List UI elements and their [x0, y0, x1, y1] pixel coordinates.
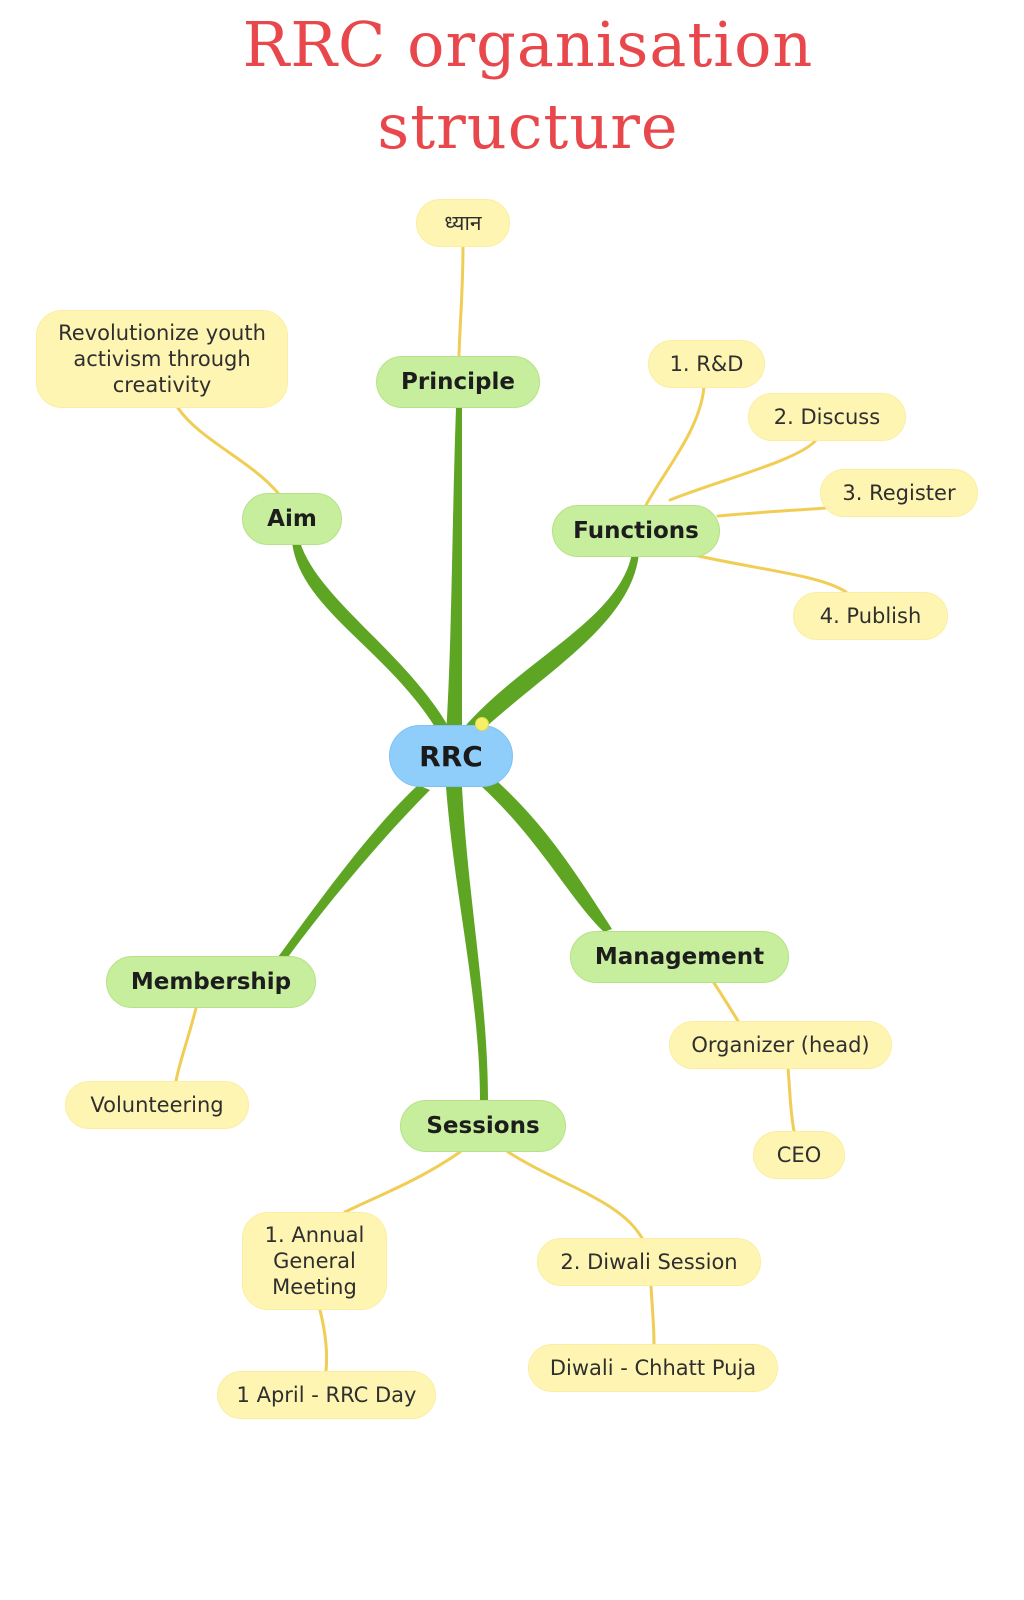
leaf-node-rrc-day[interactable]: 1 April - RRC Day — [217, 1371, 436, 1419]
edge-sessions-agm — [343, 1150, 462, 1214]
edge-root-functions — [460, 553, 639, 738]
leaf-node-ceo[interactable]: CEO — [753, 1131, 845, 1179]
diagram-title: RRC organisation structure — [0, 4, 1024, 168]
branch-node-sessions[interactable]: Sessions — [400, 1100, 566, 1152]
edge-diwali-chhatt — [649, 1284, 656, 1346]
edge-root-aim — [292, 542, 452, 735]
edge-root-principle — [446, 408, 462, 735]
title-line-2: structure — [377, 90, 679, 163]
leaf-node-rnd[interactable]: 1. R&D — [648, 340, 765, 388]
root-handle-dot[interactable] — [475, 717, 489, 731]
branch-node-functions[interactable]: Functions — [552, 505, 720, 557]
edge-functions-rnd — [644, 385, 706, 507]
leaf-label-chhatt-puja: Diwali - Chhatt Puja — [549, 1356, 757, 1380]
branch-node-aim[interactable]: Aim — [242, 493, 342, 545]
leaf-label-organizer: Organizer (head) — [691, 1033, 870, 1057]
branch-node-membership[interactable]: Membership — [106, 956, 316, 1008]
edge-aim-goal — [176, 406, 280, 495]
edge-agm-rrcday — [318, 1308, 329, 1373]
leaf-label-dhyan: ध्यान — [444, 211, 482, 235]
root-label: RRC — [419, 739, 483, 773]
leaf-node-dhyan[interactable]: ध्यान — [416, 199, 510, 247]
edge-organizer-ceo — [786, 1066, 796, 1133]
edge-root-sessions — [446, 787, 488, 1101]
leaf-node-agm[interactable]: 1. Annual General Meeting — [242, 1212, 387, 1310]
edge-sessions-diwali — [506, 1150, 644, 1240]
leaf-label-diwali-session: 2. Diwali Session — [560, 1250, 738, 1274]
branch-label-principle: Principle — [401, 369, 515, 395]
branch-node-management[interactable]: Management — [570, 931, 789, 983]
root-node-rrc[interactable]: RRC — [389, 725, 513, 787]
branch-label-membership: Membership — [130, 969, 292, 995]
edge-functions-publish — [692, 553, 848, 594]
title-line-1: RRC organisation — [242, 8, 814, 81]
leaf-label-ceo: CEO — [776, 1143, 822, 1167]
leaf-node-publish[interactable]: 4. Publish — [793, 592, 948, 640]
leaf-label-register: 3. Register — [842, 481, 956, 505]
leaf-node-chhatt-puja[interactable]: Diwali - Chhatt Puja — [528, 1344, 778, 1392]
branch-label-management: Management — [594, 944, 765, 970]
leaf-label-rrc-day: 1 April - RRC Day — [236, 1383, 417, 1407]
edge-management-organizer — [712, 981, 740, 1023]
leaf-node-aim-goal[interactable]: Revolutionize youth activism through cre… — [36, 310, 288, 408]
leaf-node-volunteering[interactable]: Volunteering — [65, 1081, 249, 1129]
branch-label-sessions: Sessions — [426, 1113, 540, 1139]
leaf-label-aim-goal: Revolutionize youth activism through cre… — [58, 321, 266, 397]
edge-functions-discuss — [668, 438, 818, 502]
branch-label-functions: Functions — [573, 518, 699, 544]
edge-root-management — [480, 782, 612, 932]
leaf-node-diwali-session[interactable]: 2. Diwali Session — [537, 1238, 761, 1286]
edge-principle-dhyan — [457, 244, 465, 358]
leaf-label-publish: 4. Publish — [819, 604, 922, 628]
leaf-node-discuss[interactable]: 2. Discuss — [748, 393, 906, 441]
branch-label-aim: Aim — [267, 506, 317, 532]
edge-functions-register — [716, 506, 828, 518]
leaf-label-volunteering: Volunteering — [90, 1093, 224, 1117]
edge-membership-volunteering — [174, 1006, 198, 1083]
branch-node-principle[interactable]: Principle — [376, 356, 540, 408]
leaf-node-register[interactable]: 3. Register — [820, 469, 978, 517]
edge-root-membership — [278, 785, 430, 957]
leaf-node-organizer[interactable]: Organizer (head) — [669, 1021, 892, 1069]
leaf-label-agm: 1. Annual General Meeting — [264, 1223, 365, 1299]
leaf-label-rnd: 1. R&D — [669, 352, 744, 376]
leaf-label-discuss: 2. Discuss — [773, 405, 881, 429]
